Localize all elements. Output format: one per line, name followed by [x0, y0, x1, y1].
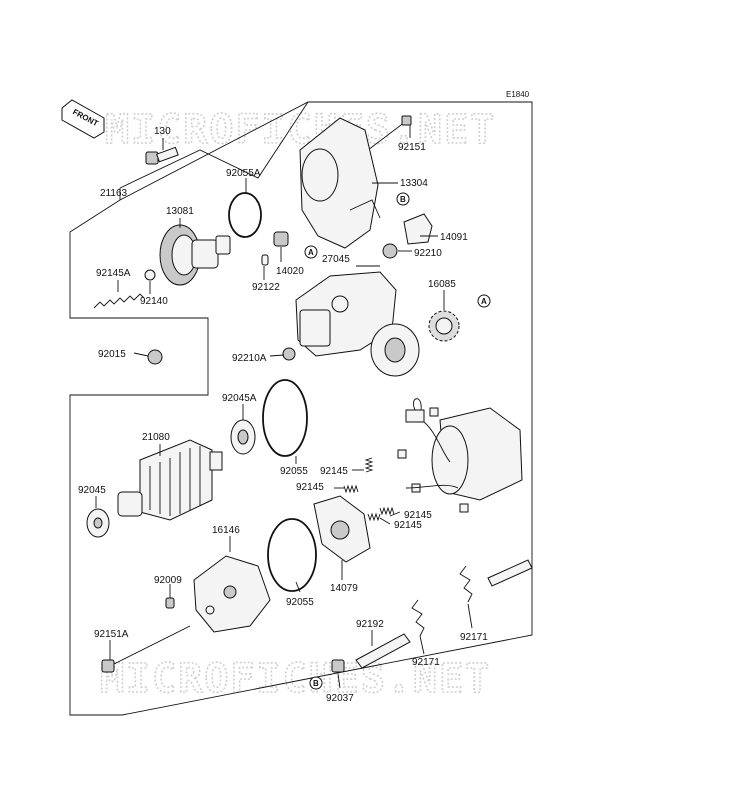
end-cover-16146: [193, 555, 271, 633]
sleeve-92192: [355, 633, 411, 669]
spring-92145-2: [343, 484, 359, 494]
svg-text:A: A: [308, 248, 314, 257]
label-13081: 13081: [166, 206, 194, 217]
label-92055-upper: 92055: [280, 466, 308, 477]
svg-text:B: B: [400, 195, 406, 204]
clip-92171-2: [459, 565, 473, 603]
label-27045: 27045: [322, 254, 350, 265]
label-16146: 16146: [212, 525, 240, 536]
part-14020: [273, 231, 289, 247]
callout-a-right: A: [477, 294, 491, 308]
label-92055-lower: 92055: [286, 597, 314, 608]
nut-92210a: [282, 347, 296, 361]
label-92015: 92015: [98, 349, 126, 360]
label-92145-4: 92145: [394, 520, 422, 531]
label-21080: 21080: [142, 432, 170, 443]
label-16085: 16085: [428, 279, 456, 290]
label-21163: 21163: [100, 188, 128, 199]
yoke-assembly: [397, 398, 523, 513]
label-92151: 92151: [398, 142, 426, 153]
label-92171-1: 92171: [412, 657, 440, 668]
label-14091: 14091: [440, 232, 468, 243]
label-92145-1: 92145: [320, 466, 348, 477]
leader-lines: [95, 125, 473, 689]
housing-13304: [299, 117, 381, 249]
label-92037: 92037: [326, 693, 354, 704]
ring-92015: [147, 349, 163, 365]
brush-holder-14079: [313, 495, 371, 563]
bolt-130: [145, 146, 179, 165]
front-arrow-icon: FRONT: [61, 99, 105, 139]
pin-92122: [261, 254, 269, 266]
pinion-gear-13081: [159, 224, 231, 286]
callout-a-left: A: [304, 245, 318, 259]
bearing-92045a: [230, 419, 256, 455]
spring-92145-3: [379, 506, 395, 516]
o-ring-92055a: [228, 192, 262, 238]
diagram-code: E1840: [506, 90, 530, 99]
svg-text:A: A: [481, 297, 487, 306]
label-92045: 92045: [78, 485, 106, 496]
bearing-92045: [86, 508, 110, 538]
label-92055a-cap: 92055A: [226, 168, 261, 179]
label-14020: 14020: [276, 266, 304, 277]
label-92210a-cap: 92210A: [232, 353, 267, 364]
o-ring-92055-upper: [262, 379, 308, 457]
svg-text:B: B: [313, 679, 319, 688]
label-92145-3: 92145: [404, 510, 432, 521]
label-92192: 92192: [356, 619, 384, 630]
label-92140: 92140: [140, 296, 168, 307]
callout-b-top: B: [396, 192, 410, 206]
bolt-92151: [367, 115, 412, 151]
spring-92145-1: [364, 457, 374, 473]
through-bolt-92151a: [101, 625, 191, 673]
label-92122: 92122: [252, 282, 280, 293]
label-92009: 92009: [154, 575, 182, 586]
label-92045a-cap: 92045A: [222, 393, 257, 404]
solenoid-27045: [295, 271, 420, 377]
label-92145-2: 92145: [296, 482, 324, 493]
armature-21080: [117, 439, 223, 521]
callout-b-bottom: B: [309, 676, 323, 690]
label-92210: 92210: [414, 248, 442, 259]
label-13304: 13304: [400, 178, 428, 189]
gear-16085: [428, 310, 460, 342]
spring-92145-4: [367, 512, 381, 522]
sleeve-92171-right: [487, 559, 533, 587]
spring-92145a: [93, 293, 145, 309]
label-92171-2: 92171: [460, 632, 488, 643]
ring-92140: [144, 269, 156, 281]
o-ring-92055-lower: [267, 518, 317, 592]
screw-92009: [165, 597, 175, 609]
part-92037: [331, 659, 345, 673]
cap-14091: [403, 213, 433, 245]
assembly-frame: [69, 101, 533, 716]
label-92145a-cap: 92145A: [96, 268, 131, 279]
label-14079: 14079: [330, 583, 358, 594]
label-92151a-cap: 92151A: [94, 629, 129, 640]
watermark-bottom: MICROFICHES.NET: [100, 656, 491, 702]
clip-92171-1: [411, 599, 425, 637]
label-130: 130: [154, 126, 171, 137]
nut-92210: [382, 243, 398, 259]
